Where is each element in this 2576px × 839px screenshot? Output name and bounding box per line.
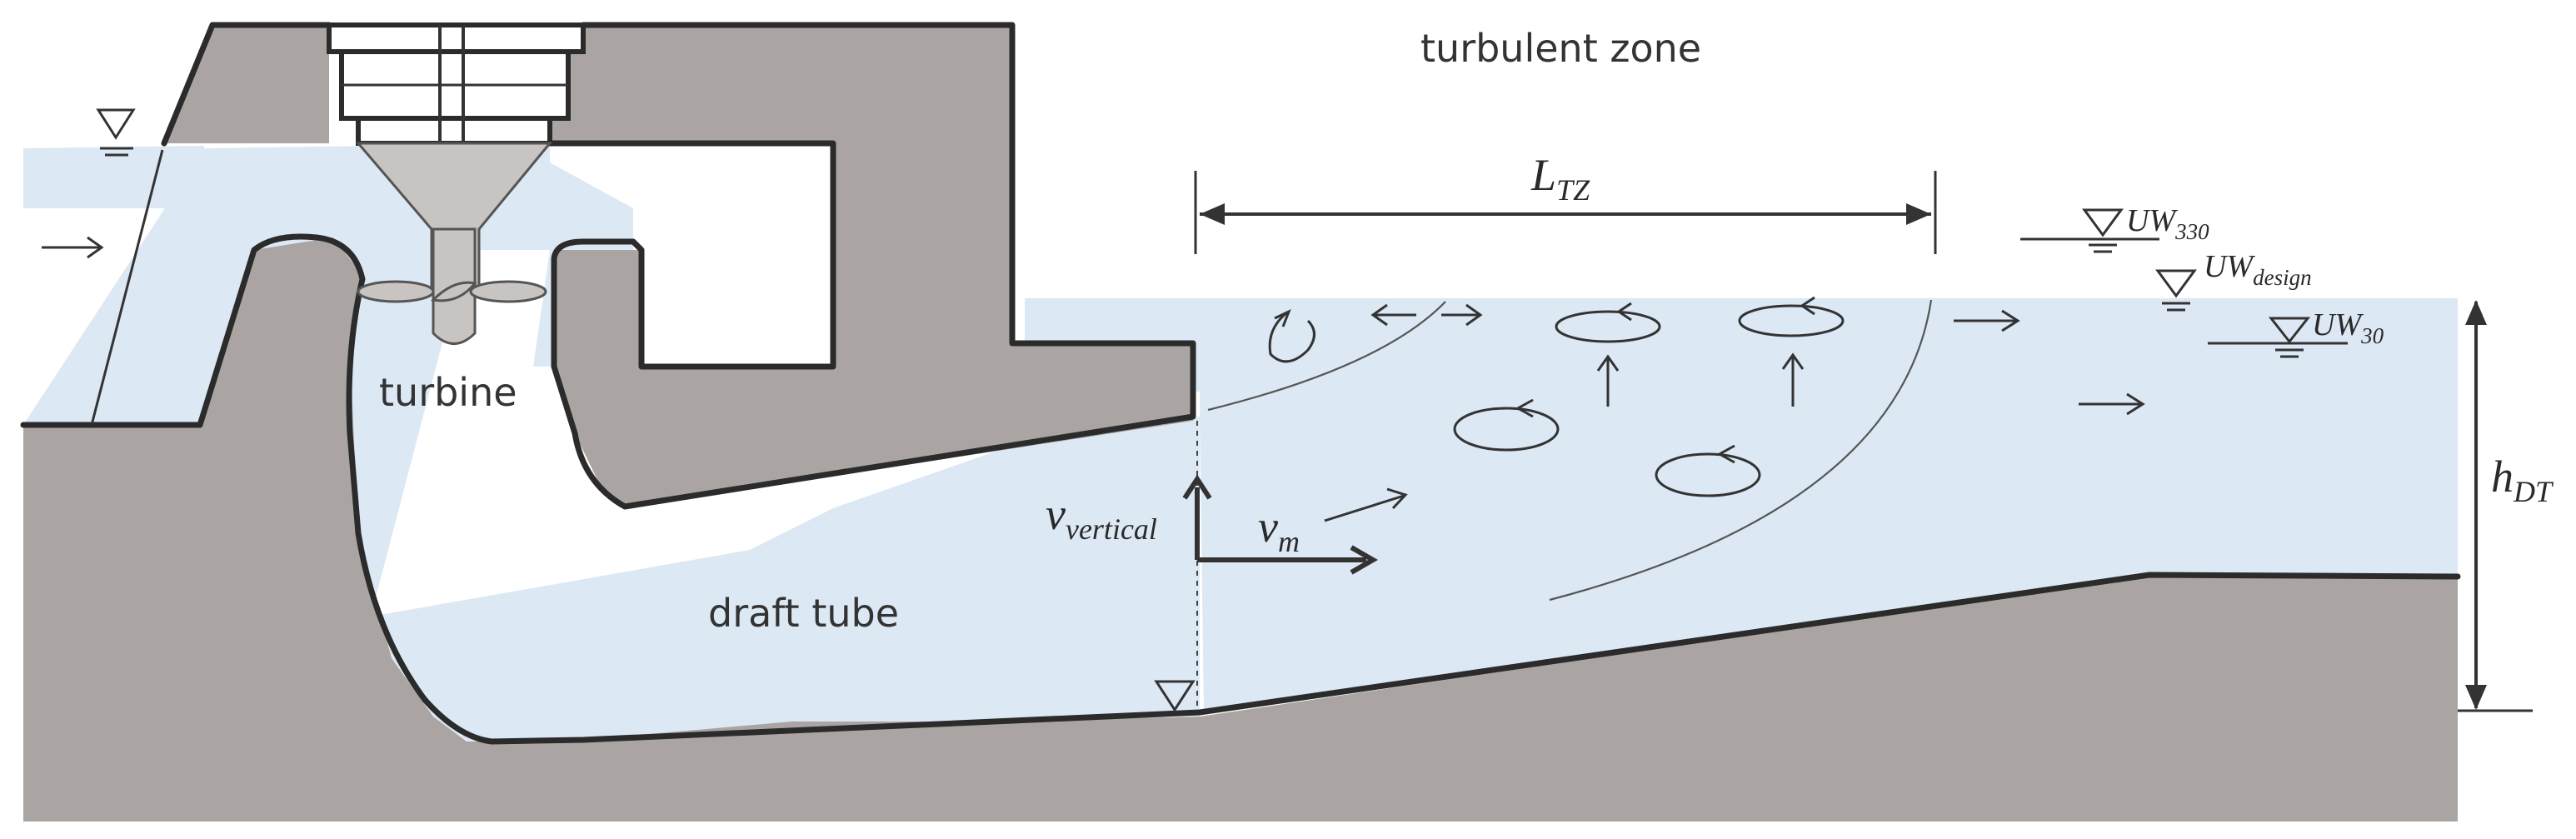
uw330-level-icon <box>2020 208 2159 253</box>
draft-tube-label: draft tube <box>708 591 899 636</box>
surface-arrow-right-icon <box>1441 303 1483 327</box>
turbine-blade-right <box>469 280 547 303</box>
upper-block-outline <box>161 22 332 147</box>
eddy-icon <box>1555 302 1661 343</box>
tailwater-annotations <box>1154 171 2533 712</box>
generator-base <box>356 116 552 146</box>
tailwater-region <box>1025 298 2458 712</box>
headwater-level-triangle-icon <box>96 108 136 140</box>
uw330-label: UW330 <box>2126 203 2209 244</box>
outlet-level-triangle-icon <box>1154 680 1196 712</box>
v-vertical-label: vvertical <box>1046 489 1157 546</box>
ltz-arrow-right-icon <box>1906 203 1931 225</box>
intake-floor-outline <box>20 233 2461 745</box>
upper-right-outline <box>547 22 1196 510</box>
uw30-level-icon <box>2208 317 2348 358</box>
turbulent-zone-label: turbulent zone <box>1420 26 1701 71</box>
structure-outlines <box>20 22 2461 745</box>
trash-rack-line <box>90 149 164 426</box>
turbulent-zone-right-boundary <box>1549 299 1933 602</box>
outflow-arrow-1-icon <box>1954 309 2020 332</box>
powerhouse-upper-left <box>164 25 329 143</box>
v-vertical-arrow-icon <box>1182 474 1212 560</box>
uw30-label: UW30 <box>2312 307 2384 348</box>
turbine-assembly <box>327 22 586 345</box>
powerhouse-upper-right <box>550 25 1193 508</box>
surface-arrow-left-icon <box>1370 303 1416 327</box>
ltz-label: LTZ <box>1530 150 1590 207</box>
v-m-label: vm <box>1258 502 1300 558</box>
eddy-icon <box>1655 444 1761 497</box>
turbine-blade-center <box>430 281 477 302</box>
turbine-blade-left <box>357 280 435 303</box>
eddy-icon <box>1738 296 1845 337</box>
v-m-arrow-icon <box>1197 545 1379 575</box>
inflow-arrow-icon <box>42 236 104 259</box>
upflow-arrow-icon <box>1596 354 1620 407</box>
ltz-arrow-left-icon <box>1200 203 1225 225</box>
hdt-arrow-bottom-icon <box>2465 685 2487 710</box>
generator-housing <box>327 22 586 54</box>
upflow-arrow-icon <box>1781 352 1805 407</box>
outflow-arrow-2-icon <box>2079 392 2145 416</box>
draft-tube-water <box>23 143 1200 742</box>
eddy-icon <box>1268 309 1315 363</box>
hdt-arrow-top-icon <box>2465 300 2487 325</box>
headwater-elements <box>42 108 164 426</box>
uwdesign-label: UWdesign <box>2204 249 2312 290</box>
uwdesign-level-icon <box>2155 269 2197 312</box>
hdt-label: hDT <box>2491 452 2554 508</box>
diagonal-flow-arrow-icon <box>1324 487 1408 522</box>
eddy-icon <box>1453 398 1560 452</box>
intake-nose <box>23 237 2458 822</box>
powerhouse-structure <box>23 25 2458 822</box>
text-labels: turbulent zone turbine draft tube LTZ hD… <box>379 26 2554 636</box>
turbine-label: turbine <box>379 370 517 415</box>
turbulent-zone-left-boundary <box>1207 301 1446 412</box>
